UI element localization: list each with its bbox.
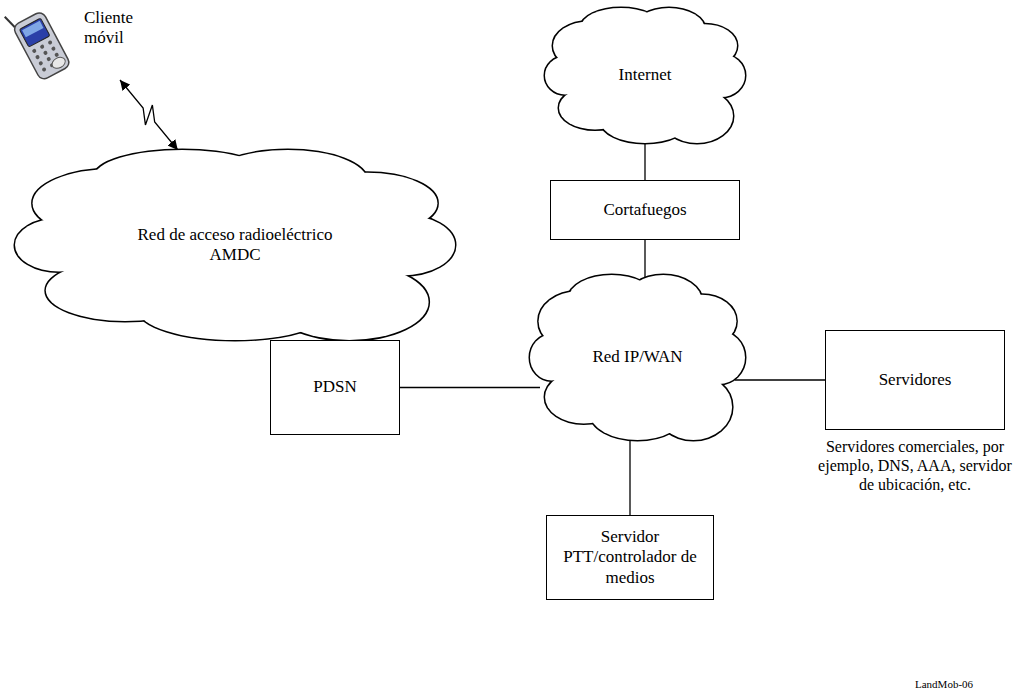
phone-icon [8,2,158,80]
cloud-fill [270,264,428,340]
network-cloud: Red IP/WAN [530,275,745,440]
node-note: Servidores comerciales, por ejemplo, DNS… [810,437,1020,495]
link-line [735,379,825,380]
node-label: PDSN [313,377,356,397]
network-cloud: Internet [545,8,745,143]
link-line [400,387,540,388]
link-line [629,430,630,515]
network-cloud: Red de acceso radioeléctrico AMDC [15,150,455,340]
figure-code: LandMob-06 [915,678,973,690]
node-label: Red de acceso radioeléctrico AMDC [130,225,340,266]
cloud-bump [661,89,733,143]
process-box: Servidor PTT/controlador de medios [546,515,714,600]
cloud-fill [661,89,733,143]
node-label: Cortafuegos [603,200,686,220]
process-box: Cortafuegos [550,180,740,240]
node-label: Red IP/WAN [592,347,682,367]
cloud-bump [270,264,428,340]
cloud-fill [655,374,732,440]
node-label: Servidor PTT/controlador de medios [547,527,713,588]
node-label: Cliente móvil [84,2,158,49]
radio-link-arrow [120,80,178,150]
process-box: ServidoresServidores comerciales, por ej… [825,330,1005,430]
cloud-bump [655,374,732,440]
mobile-client: Cliente móvil [8,2,158,80]
node-label: Servidores [879,370,952,390]
node-label: Internet [619,65,672,85]
process-box: PDSN [270,340,400,435]
